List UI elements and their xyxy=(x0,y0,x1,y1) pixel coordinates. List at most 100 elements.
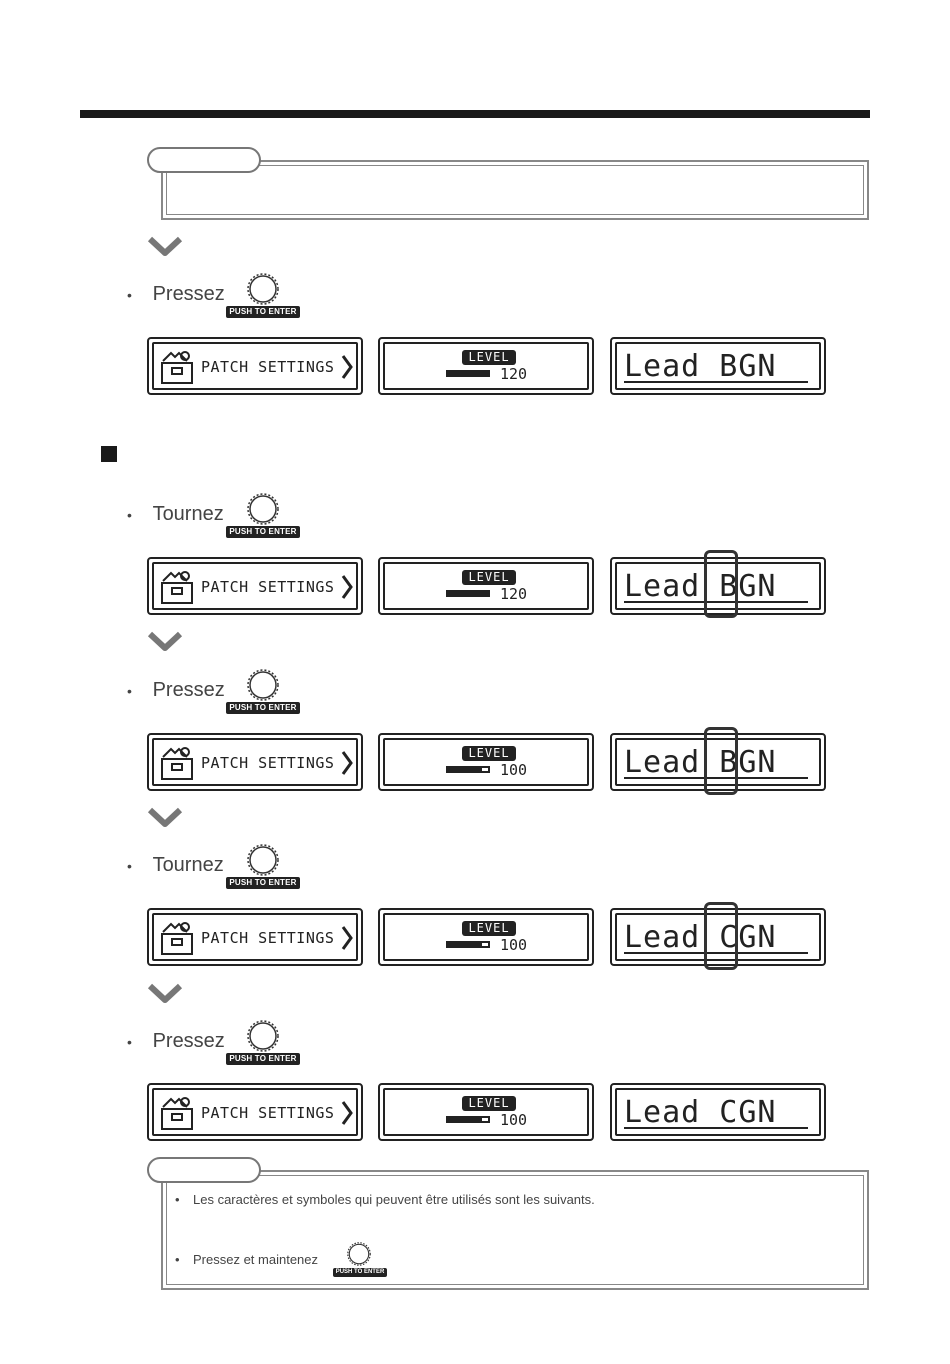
hint-hold-text: Pressez et maintenez xyxy=(193,1252,319,1267)
patch-name-text: Lead CGN xyxy=(624,1095,777,1130)
lcd-patch-settings: PATCH SETTINGS xyxy=(147,1083,363,1141)
step-verb: Pressez xyxy=(152,679,225,702)
lcd-level: LEVEL 100 xyxy=(378,908,594,966)
patch-settings-text: PATCH SETTINGS xyxy=(201,578,335,596)
cursor-highlight xyxy=(704,550,738,618)
knob-icon xyxy=(247,669,279,701)
level-value: 120 xyxy=(500,365,528,383)
bullet: • xyxy=(175,1252,180,1267)
lcd-patch-settings: PATCH SETTINGS xyxy=(147,733,363,791)
lcd-patch-settings: PATCH SETTINGS xyxy=(147,908,363,966)
chevron-right-icon xyxy=(341,575,353,599)
toolbox-icon xyxy=(161,1097,193,1130)
bullet: • xyxy=(127,682,132,699)
level-badge: LEVEL xyxy=(462,570,516,585)
level-bar xyxy=(446,590,490,597)
patch-name-text: Lead CGN xyxy=(624,920,777,955)
patch-name-text: Lead BGN xyxy=(624,569,777,604)
level-badge: LEVEL xyxy=(462,746,516,761)
step-turn-2: • Tournez xyxy=(127,854,224,904)
lcd-patch-name: Lead CGN xyxy=(610,1083,826,1141)
push-to-enter-label: PUSH TO ENTER xyxy=(226,702,300,714)
patch-name-text: Lead BGN xyxy=(624,745,777,780)
knob-icon xyxy=(247,273,279,305)
toolbox-icon xyxy=(161,351,193,384)
header-rule xyxy=(80,110,870,118)
push-to-enter-label: PUSH TO ENTER xyxy=(226,306,300,318)
note-box-top xyxy=(161,160,869,220)
step-turn-1: • Tournez xyxy=(127,503,224,553)
cursor-highlight xyxy=(704,902,738,970)
hint-hold: • Pressez et maintenez xyxy=(175,1252,318,1267)
level-bar xyxy=(446,941,490,948)
toolbox-icon xyxy=(161,922,193,955)
push-to-enter-label: PUSH TO ENTER xyxy=(333,1268,387,1277)
name-underline xyxy=(624,381,808,383)
step-verb: Pressez xyxy=(152,1030,225,1053)
lcd-patch-name: Lead BGN xyxy=(610,733,826,791)
lcd-level: LEVEL 100 xyxy=(378,1083,594,1141)
knob-icon xyxy=(247,493,279,525)
bullet: • xyxy=(127,506,132,523)
lcd-level: LEVEL 120 xyxy=(378,557,594,615)
push-to-enter-label: PUSH TO ENTER xyxy=(226,877,300,889)
toolbox-icon xyxy=(161,571,193,604)
chevron-right-icon xyxy=(341,355,353,379)
chevron-right-icon xyxy=(341,751,353,775)
bullet: • xyxy=(175,1192,180,1207)
bullet: • xyxy=(127,857,132,874)
knob-icon xyxy=(347,1242,371,1266)
level-value: 100 xyxy=(500,1111,528,1129)
level-value: 120 xyxy=(500,585,528,603)
hint-characters-text: Les caractères et symboles qui peuvent ê… xyxy=(193,1192,595,1207)
level-bar xyxy=(446,766,490,773)
step-press-2: • Pressez xyxy=(127,679,225,729)
chevron-right-icon xyxy=(341,926,353,950)
bullet: • xyxy=(127,286,132,303)
push-to-enter-knob: PUSH TO ENTER xyxy=(226,273,300,323)
level-badge: LEVEL xyxy=(462,921,516,936)
knob-icon xyxy=(247,844,279,876)
note-box-bottom xyxy=(161,1170,869,1290)
patch-settings-text: PATCH SETTINGS xyxy=(201,754,335,772)
lcd-level: LEVEL 100 xyxy=(378,733,594,791)
patch-settings-text: PATCH SETTINGS xyxy=(201,929,335,947)
step-verb: Tournez xyxy=(152,854,224,877)
toolbox-icon xyxy=(161,747,193,780)
cursor-highlight xyxy=(704,727,738,795)
chevron-down-icon xyxy=(147,236,183,256)
level-value: 100 xyxy=(500,936,528,954)
step-verb: Tournez xyxy=(152,503,224,526)
chevron-down-icon xyxy=(147,807,183,827)
push-to-enter-knob: PUSH TO ENTER xyxy=(226,1020,300,1070)
level-bar xyxy=(446,1116,490,1123)
hint-characters: • Les caractères et symboles qui peuvent … xyxy=(175,1192,595,1207)
level-bar xyxy=(446,370,490,377)
push-to-enter-knob-small: PUSH TO ENTER xyxy=(333,1242,387,1278)
patch-name-text: Lead BGN xyxy=(624,349,777,384)
step-press-3: • Pressez xyxy=(127,1030,225,1080)
push-to-enter-knob: PUSH TO ENTER xyxy=(226,493,300,543)
chevron-down-icon xyxy=(147,983,183,1003)
patch-settings-text: PATCH SETTINGS xyxy=(201,358,335,376)
step-press-1: • Pressez xyxy=(127,283,225,333)
level-value: 100 xyxy=(500,761,528,779)
patch-settings-text: PATCH SETTINGS xyxy=(201,1104,335,1122)
level-badge: LEVEL xyxy=(462,350,516,365)
push-to-enter-knob: PUSH TO ENTER xyxy=(226,669,300,719)
push-to-enter-knob: PUSH TO ENTER xyxy=(226,844,300,894)
note-tab-top xyxy=(147,147,261,173)
lcd-patch-name: Lead BGN xyxy=(610,337,826,395)
bullet: • xyxy=(127,1033,132,1050)
name-underline xyxy=(624,1127,808,1129)
lcd-patch-name: Lead CGN xyxy=(610,908,826,966)
section-marker xyxy=(101,446,117,462)
lcd-patch-settings: PATCH SETTINGS xyxy=(147,557,363,615)
level-badge: LEVEL xyxy=(462,1096,516,1111)
chevron-down-icon xyxy=(147,631,183,651)
lcd-level: LEVEL 120 xyxy=(378,337,594,395)
push-to-enter-label: PUSH TO ENTER xyxy=(226,526,300,538)
knob-icon xyxy=(247,1020,279,1052)
push-to-enter-label: PUSH TO ENTER xyxy=(226,1053,300,1065)
lcd-patch-name: Lead BGN xyxy=(610,557,826,615)
